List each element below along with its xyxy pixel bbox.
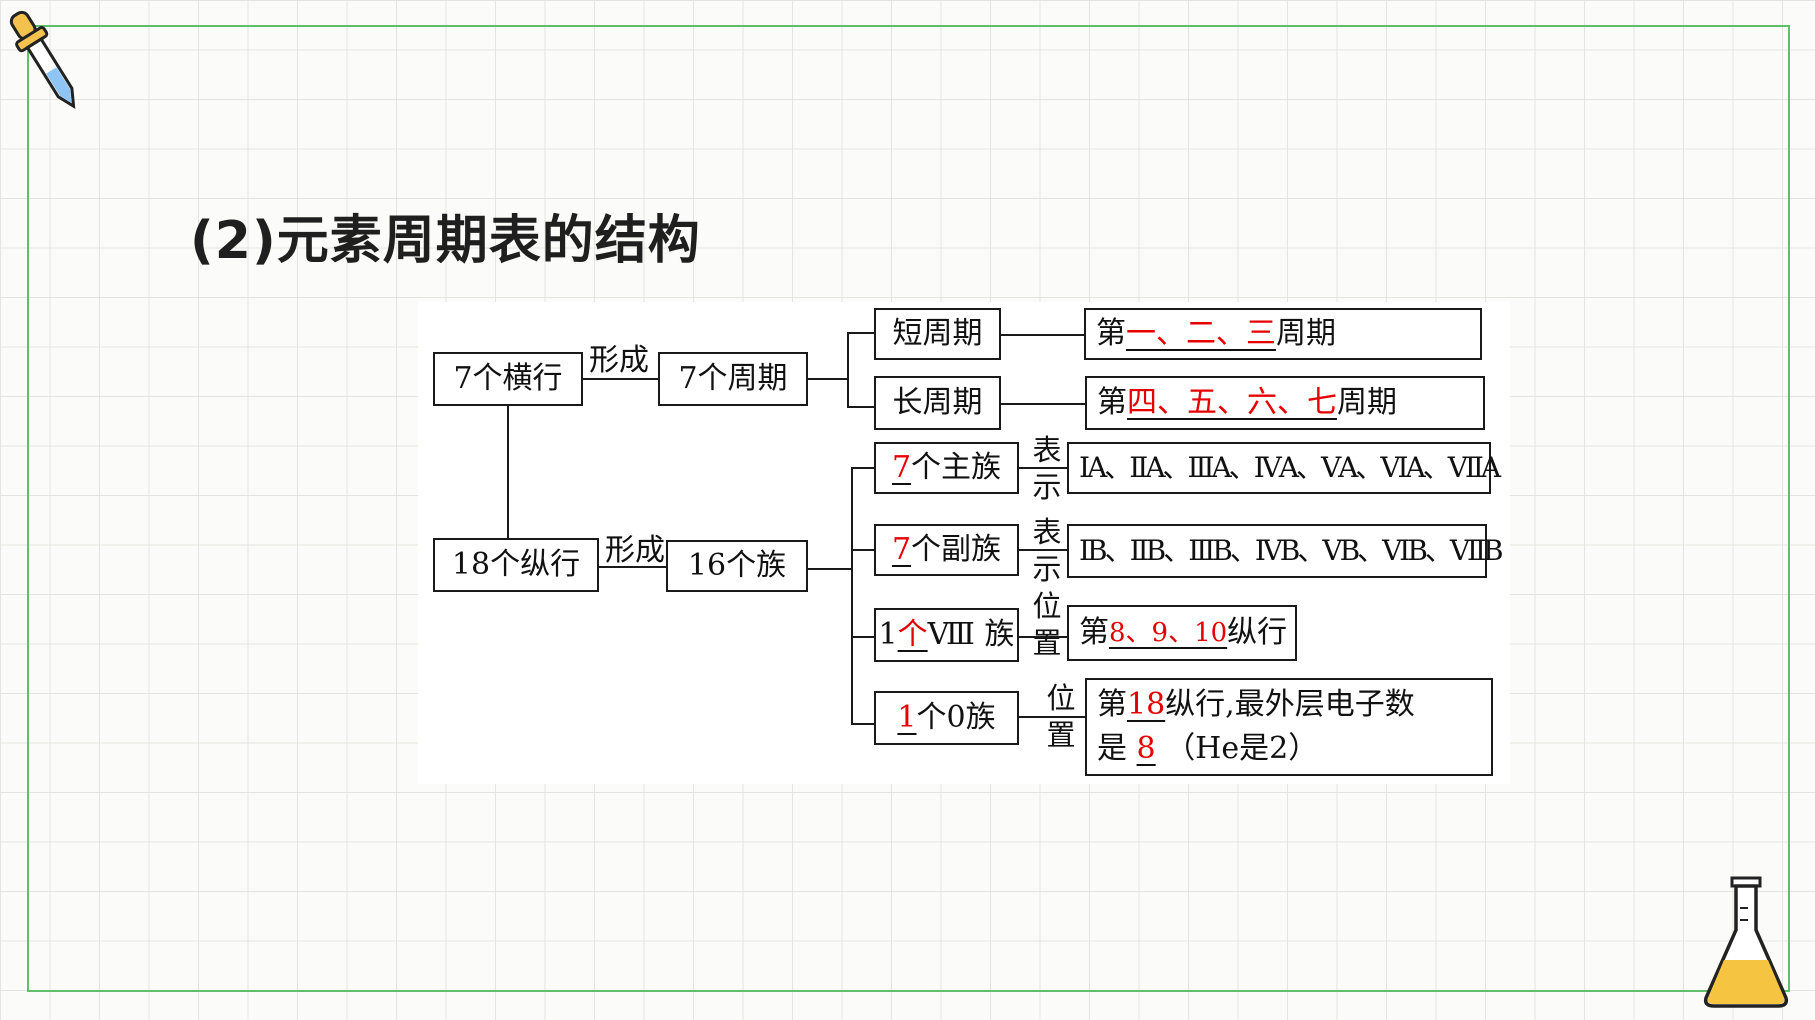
connector-main-group-branch — [851, 467, 875, 469]
box-short-period: 短周期 — [874, 308, 1001, 360]
long-detail-suffix: 周期 — [1337, 385, 1397, 420]
box-18-vertical-columns: 18个纵行 — [433, 538, 599, 592]
zero-group-text: 个0族 — [916, 700, 996, 735]
connector-main-detail — [1019, 467, 1067, 469]
main-groups-text: 个主族 — [911, 450, 1002, 485]
zero-detail-line2: 是 8 （He是2） — [1097, 734, 1318, 764]
dropper-icon — [9, 10, 76, 109]
label-indicates-1: 表 示 — [1031, 432, 1063, 506]
group-eight-answer: 个 — [897, 617, 928, 652]
connector-short-branch — [847, 332, 875, 334]
slide-frame — [27, 25, 1790, 992]
box-main-groups-detail: ⅠA、ⅡA、ⅢA、ⅣA、ⅤA、ⅥA、ⅦA — [1067, 442, 1501, 494]
eight-detail-prefix: 第 — [1079, 615, 1109, 650]
box-7-periods: 7个周期 — [658, 352, 808, 406]
short-detail-answer: 一、二、三 — [1126, 316, 1276, 351]
sub-groups-answer: 7 — [891, 532, 912, 567]
box-sub-groups-detail: ⅠB、ⅡB、ⅢB、ⅣB、ⅤB、ⅥB、ⅦB — [1067, 524, 1504, 578]
connector-sub-group-branch — [851, 549, 875, 551]
connector-eight-detail — [1019, 636, 1067, 638]
zero-detail-line1: 第18纵行,最外层电子数 — [1097, 690, 1415, 720]
box-zero-group-detail: 第18纵行,最外层电子数 是 8 （He是2） — [1085, 678, 1493, 776]
zero-detail-answer: 18 — [1127, 687, 1166, 722]
sub-groups-text: 个副族 — [911, 532, 1002, 567]
group-eight-prefix: 1 — [878, 617, 898, 652]
long-detail-answer: 四、五、六、七 — [1127, 385, 1337, 420]
connector-periods-stub — [808, 378, 848, 380]
connector-short-detail — [1001, 334, 1084, 336]
label-indicates-1-char1: 表 — [1032, 433, 1062, 467]
connector-zero-group-branch — [851, 723, 875, 725]
box-long-period-detail: 第四、五、六、七周期 — [1085, 376, 1485, 430]
short-detail-prefix: 第 — [1096, 316, 1126, 351]
connector-groups-vertical — [851, 467, 853, 725]
label-form-top: 形成 — [589, 343, 649, 378]
zero-detail-suffix: 纵行,最外层电子数 — [1165, 687, 1415, 722]
zero-detail-prefix: 第 — [1097, 687, 1127, 722]
connector-rows-vertical — [507, 406, 509, 538]
label-indicates-1-char2: 示 — [1032, 470, 1062, 504]
label-position-char1: 位 — [1046, 681, 1076, 715]
connector-form-top — [583, 378, 658, 380]
box-7-horizontal-rows: 7个横行 — [433, 352, 583, 406]
page-title: (2)元素周期表的结构 — [190, 211, 701, 271]
label-indicates-position-char3: 位 — [1032, 589, 1062, 623]
label-indicates-position-char1: 表 — [1032, 515, 1062, 549]
box-16-groups: 16个族 — [666, 540, 808, 592]
short-detail-suffix: 周期 — [1276, 316, 1336, 351]
zero-detail-line2-suffix: （He是2） — [1165, 731, 1319, 766]
label-position: 位 置 — [1045, 680, 1077, 754]
main-groups-answer: 7 — [891, 450, 912, 485]
periodic-table-structure-diagram: 7个横行 18个纵行 形成 7个周期 形成 16个族 短周期 长周期 第一、二、… — [418, 302, 1510, 784]
connector-long-detail — [1001, 403, 1085, 405]
connector-eight-group-branch — [851, 636, 875, 638]
connector-zero-detail — [1019, 716, 1085, 718]
box-short-period-detail: 第一、二、三周期 — [1084, 308, 1482, 360]
label-form-bottom: 形成 — [605, 533, 665, 568]
zero-detail-line2-answer: 8 — [1136, 731, 1156, 766]
connector-form-bottom — [599, 566, 666, 568]
label-indicates-position: 表 示 位 置 — [1031, 514, 1063, 662]
zero-detail-line2-prefix: 是 — [1097, 731, 1127, 766]
eight-detail-answer: 8、9、10 — [1109, 618, 1228, 648]
label-indicates-position-char2: 示 — [1032, 552, 1062, 586]
group-eight-text: Ⅷ 族 — [927, 617, 1015, 652]
label-indicates-position-char4: 置 — [1032, 626, 1062, 660]
connector-sub-detail — [1019, 549, 1067, 551]
label-position-char2: 置 — [1046, 718, 1076, 752]
eight-detail-suffix: 纵行 — [1227, 615, 1288, 650]
connector-long-branch — [847, 406, 875, 408]
connector-groups-stub — [808, 568, 852, 570]
connector-periods-vertical — [847, 332, 849, 408]
box-long-period: 长周期 — [874, 376, 1001, 430]
flask-icon — [1703, 876, 1789, 1008]
long-detail-prefix: 第 — [1097, 385, 1127, 420]
zero-group-answer: 1 — [897, 700, 917, 735]
